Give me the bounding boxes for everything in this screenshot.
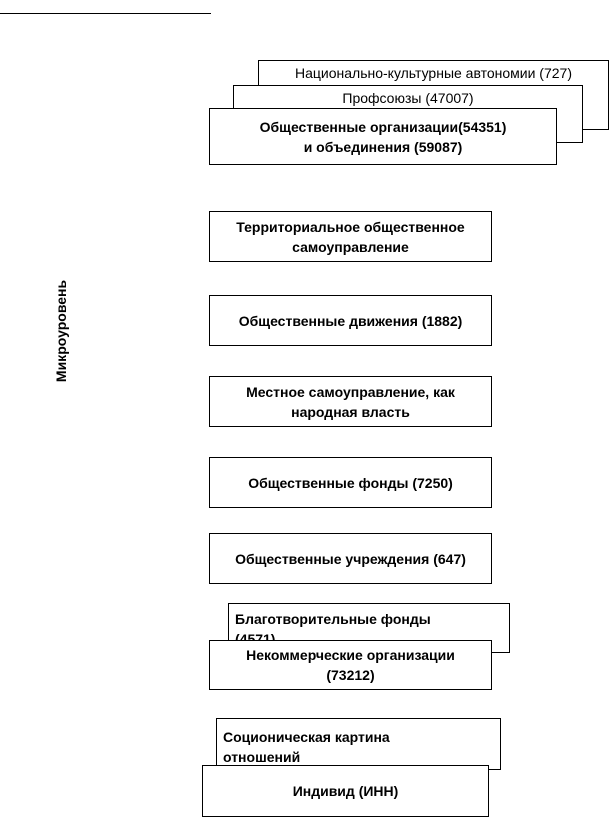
- box-charity-funds-line1: Благотворительные фонды: [235, 611, 431, 627]
- box-local-self-government-line2: народная власть: [291, 403, 410, 420]
- box-public-funds-text: Общественные фонды (7250): [248, 474, 453, 491]
- box-national-cultural-autonomies-text: Национально-культурные автономии (727): [294, 65, 572, 81]
- box-trade-unions-text: Профсоюзы (47007): [342, 90, 474, 106]
- box-local-self-government-line1: Местное самоуправление, как: [246, 383, 455, 400]
- box-individual-text: Индивид (ИНН): [292, 783, 399, 799]
- box-public-organizations-line1: Общественные организации(54351): [259, 118, 507, 135]
- box-nonprofit-organizations-line2: (73212): [326, 667, 375, 683]
- box-socionic-picture: Соционическая картина отношений: [216, 718, 501, 770]
- box-local-self-government: Местное самоуправление, как народная вла…: [209, 376, 492, 427]
- box-public-organizations-line2: и объединения (59087): [303, 138, 463, 155]
- box-public-movements-text: Общественные движения (1882): [238, 312, 463, 329]
- box-public-institutions-text: Общественные учреждения (647): [235, 550, 466, 567]
- box-public-movements: Общественные движения (1882): [209, 295, 492, 346]
- box-public-institutions: Общественные учреждения (647): [209, 533, 492, 584]
- box-territorial-self-government-line2: самоуправление: [292, 238, 409, 255]
- box-socionic-picture-line2: отношений: [223, 749, 301, 765]
- box-territorial-self-government: Территориальное общественное самоуправле…: [209, 211, 492, 262]
- top-divider-line: [0, 13, 211, 14]
- box-nonprofit-organizations: Некоммерческие организации (73212): [209, 640, 492, 690]
- box-public-organizations: Общественные организации(54351) и объеди…: [209, 108, 557, 165]
- box-socionic-picture-line1: Соционическая картина: [223, 729, 390, 745]
- side-label-microlevel: Микроуровень: [53, 279, 69, 383]
- box-nonprofit-organizations-line1: Некоммерческие организации: [246, 647, 455, 663]
- box-territorial-self-government-line1: Территориальное общественное: [236, 218, 465, 235]
- box-individual: Индивид (ИНН): [202, 765, 489, 817]
- box-public-funds: Общественные фонды (7250): [209, 457, 492, 508]
